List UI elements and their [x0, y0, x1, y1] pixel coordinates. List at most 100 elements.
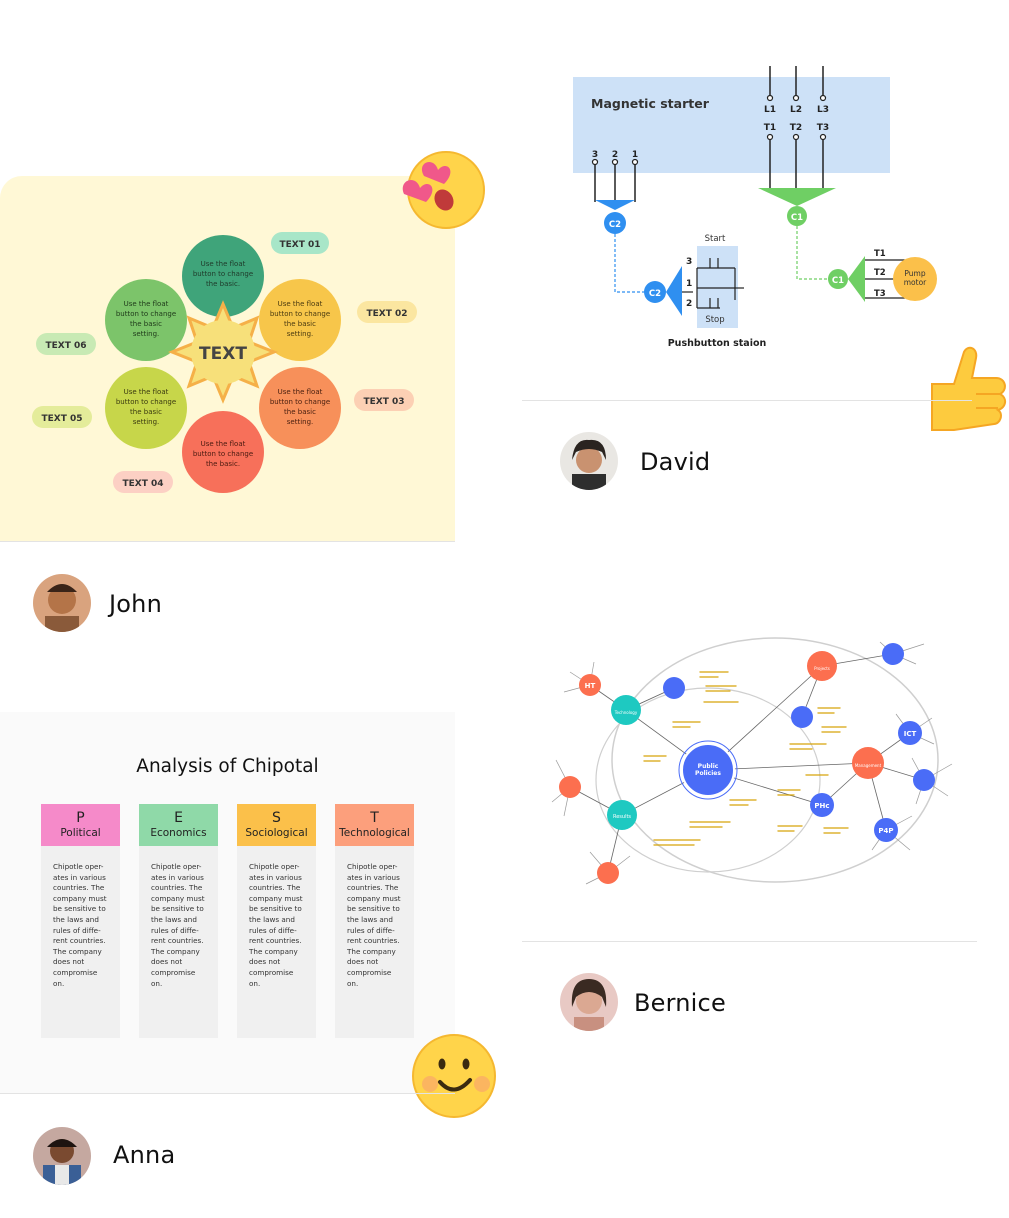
pest-column-economics[interactable]: E Economics Chipotle oper-ates in variou…: [139, 804, 218, 1038]
node-management[interactable]: [852, 747, 884, 779]
node-ict[interactable]: [898, 721, 922, 745]
tag-text-06[interactable]: [36, 333, 96, 355]
svg-text:T1: T1: [764, 123, 776, 133]
petal-top-right: [259, 279, 341, 361]
node-blue-top-right[interactable]: [882, 643, 904, 665]
pest-column-sociological[interactable]: S Sociological Chipotle oper-ates in var…: [237, 804, 316, 1038]
node-blue-right[interactable]: [913, 769, 935, 791]
pump-motor: [893, 257, 937, 301]
svg-text:C1: C1: [791, 213, 803, 223]
svg-text:Stop: Stop: [705, 315, 724, 325]
node-results[interactable]: [607, 800, 637, 830]
svg-text:C2: C2: [649, 289, 661, 299]
node-projects[interactable]: [807, 651, 837, 681]
node-blue-top-left[interactable]: [663, 677, 685, 699]
svg-text:T2: T2: [790, 123, 802, 133]
svg-text:3: 3: [686, 257, 692, 267]
tag-text-04[interactable]: [113, 471, 173, 493]
svg-text:HT: HT: [585, 682, 596, 690]
svg-text:Start: Start: [705, 234, 726, 244]
sun-center-text: TEXT: [199, 344, 247, 364]
user-name-john: John: [109, 590, 162, 618]
svg-text:TEXT 05: TEXT 05: [41, 414, 82, 424]
node-technology[interactable]: [611, 695, 641, 725]
svg-text:2: 2: [686, 299, 692, 309]
pest-column-technological[interactable]: T Technological Chipotle oper-ates in va…: [335, 804, 414, 1038]
avatar-david[interactable]: [560, 432, 618, 490]
pest-title: Analysis of Chipotal: [136, 756, 319, 777]
svg-text:TEXT 02: TEXT 02: [366, 309, 407, 319]
contactor-c2-top: [604, 212, 626, 234]
svg-text:C1: C1: [832, 276, 844, 286]
tag-text-05[interactable]: [32, 406, 92, 428]
svg-text:1: 1: [686, 279, 692, 289]
svg-text:2: 2: [612, 150, 618, 160]
svg-text:3: 3: [592, 150, 598, 160]
contactor-c1-right: [828, 269, 848, 289]
svg-text:ICT: ICT: [904, 730, 917, 738]
svg-text:TEXT 04: TEXT 04: [122, 479, 163, 489]
svg-text:L1: L1: [764, 105, 776, 115]
tag-text-02[interactable]: [357, 301, 417, 323]
magnetic-starter-title: Magnetic starter: [591, 96, 710, 111]
avatar-anna[interactable]: [33, 1127, 91, 1185]
avatar-john[interactable]: [33, 574, 91, 632]
pushbutton-station-label: Pushbutton staion: [668, 338, 767, 349]
smile-emoji-icon: [412, 1034, 496, 1118]
node-p4p[interactable]: [874, 818, 898, 842]
svg-text:Projects: Projects: [814, 666, 830, 671]
petal-bottom-left: [105, 367, 187, 449]
svg-text:TEXT 03: TEXT 03: [363, 397, 404, 407]
node-phc[interactable]: [810, 793, 834, 817]
avatar-bernice[interactable]: [560, 973, 618, 1031]
magnetic-starter-box: [573, 77, 890, 173]
tag-text-01[interactable]: [271, 232, 329, 254]
petal-top-left: [105, 279, 187, 361]
node-orange-bottom[interactable]: [597, 862, 619, 884]
tag-text-03[interactable]: [354, 389, 414, 411]
pest-card[interactable]: Analysis of Chipotal P Political Chipotl…: [0, 712, 455, 1094]
svg-text:T1: T1: [874, 249, 886, 259]
user-name-bernice: Bernice: [634, 989, 726, 1017]
svg-text:L3: L3: [817, 105, 829, 115]
petal-bottom: [182, 411, 264, 493]
heart-eyes-emoji-icon: [402, 151, 485, 229]
svg-text:T3: T3: [874, 289, 886, 299]
contactor-c1-top: [787, 206, 807, 226]
svg-text:T2: T2: [874, 268, 886, 278]
thumbs-up-emoji-icon: [931, 346, 1006, 431]
svg-text:T3: T3: [817, 123, 829, 133]
svg-text:1: 1: [632, 150, 638, 160]
pest-column-political[interactable]: P Political Chipotle oper-ates in variou…: [41, 804, 120, 1038]
node-blue-mid[interactable]: [791, 706, 813, 728]
contactor-c2-left: [644, 281, 666, 303]
svg-text:C2: C2: [609, 220, 621, 230]
user-name-david: David: [640, 448, 711, 476]
svg-text:PHc: PHc: [814, 802, 829, 810]
petal-top: [182, 235, 264, 317]
node-public-policies[interactable]: [681, 743, 735, 797]
svg-text:Management: Management: [855, 763, 882, 768]
petal-bottom-right: [259, 367, 341, 449]
svg-text:L2: L2: [790, 105, 802, 115]
svg-text:Results: Results: [613, 814, 631, 820]
svg-text:P4P: P4P: [878, 827, 893, 835]
node-orange-left[interactable]: [559, 776, 581, 798]
node-ht[interactable]: [579, 674, 601, 696]
